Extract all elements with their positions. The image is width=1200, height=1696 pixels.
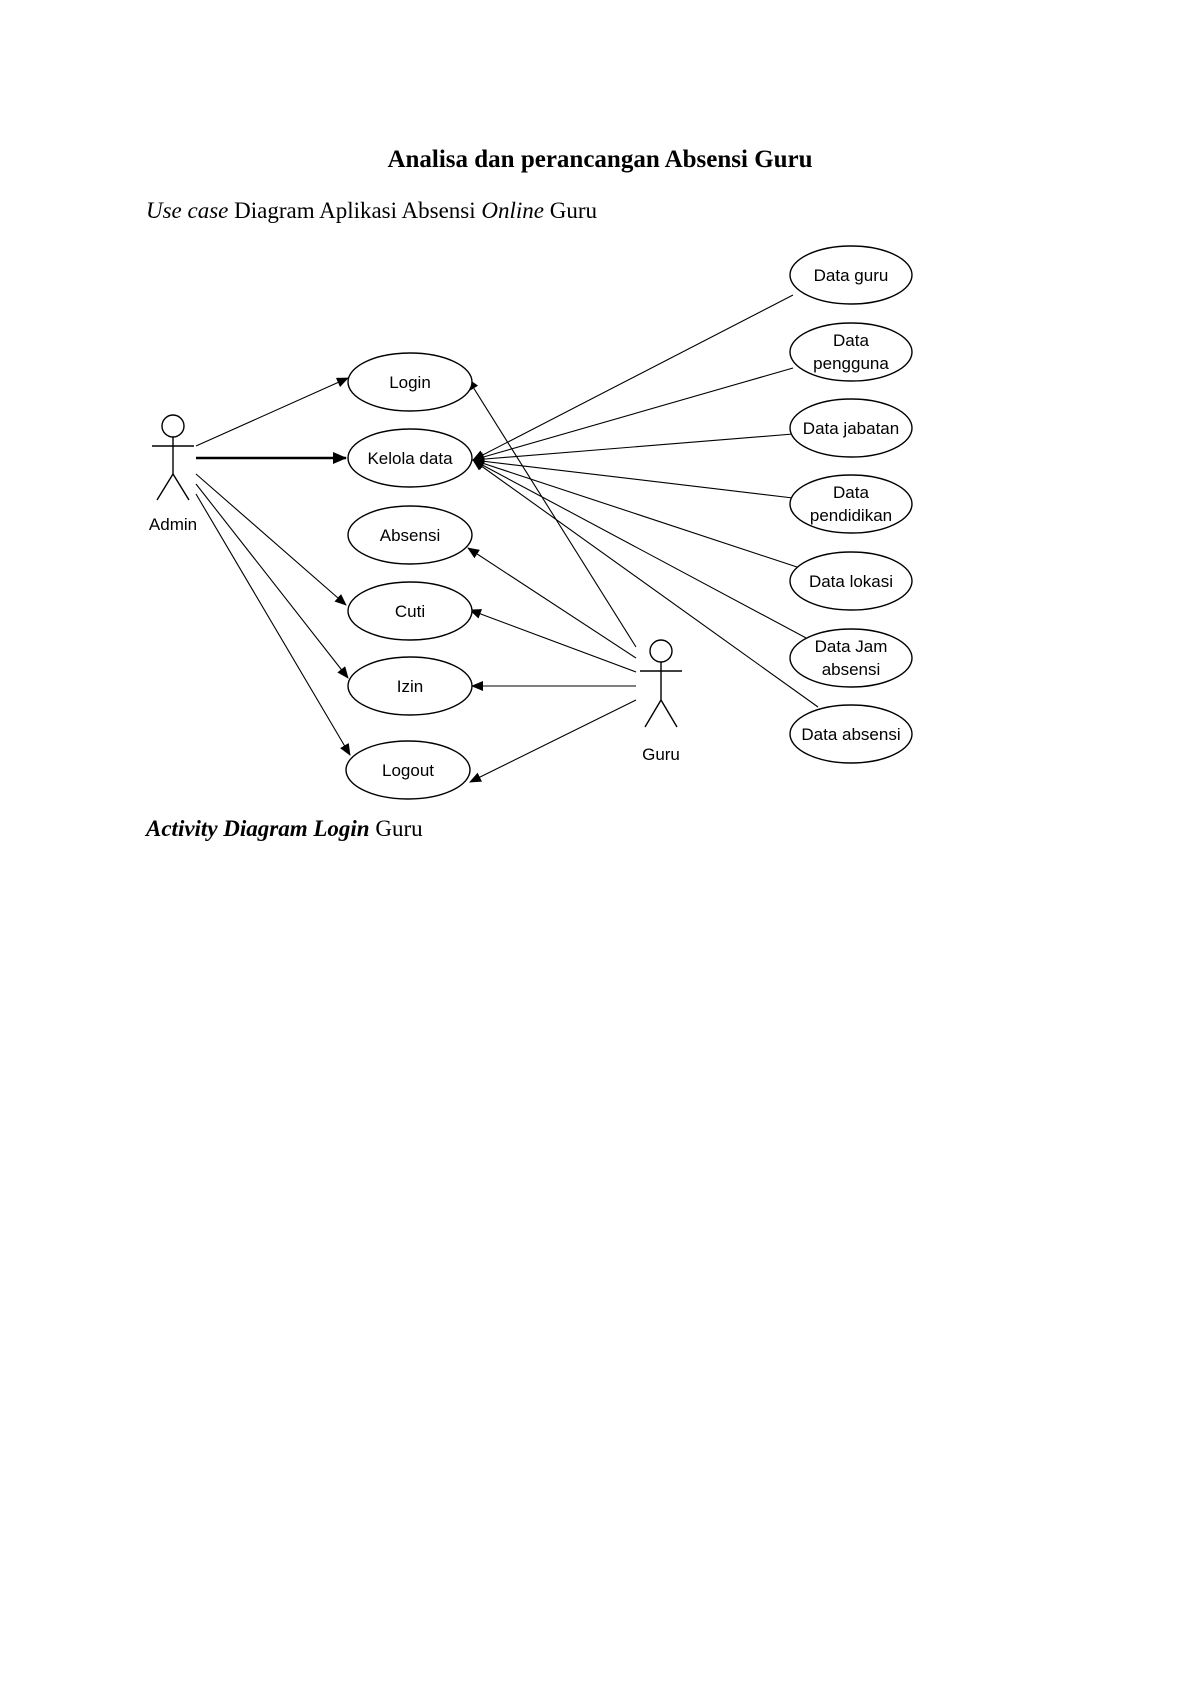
usecase-data-guru: Data guru — [789, 245, 913, 305]
usecase-kelola-data: Kelola data — [347, 428, 473, 488]
usecase-data-jam-absensi-label-2: absensi — [822, 660, 881, 679]
actor-guru-label: Guru — [642, 745, 680, 764]
usecase-caption-text-1: Diagram Aplikasi Absensi — [228, 198, 482, 223]
page-title: Analisa dan perancangan Absensi Guru — [387, 146, 813, 173]
usecase-data-absensi: Data absensi — [789, 704, 913, 764]
assoc-data-pengguna — [472, 367, 794, 462]
assoc-data-guru — [472, 294, 794, 461]
usecase-caption-italic-2: Online — [481, 198, 544, 223]
actor-admin-leg-left — [156, 473, 174, 501]
usecase-logout-label: Logout — [382, 761, 434, 780]
assoc-guru-login — [467, 378, 637, 648]
actor-admin-leg-right — [172, 473, 190, 501]
assoc-admin-logout — [195, 493, 351, 756]
usecase-login: Login — [347, 352, 473, 412]
assoc-data-jam-absensi — [472, 459, 809, 640]
usecase-data-lokasi-label: Data lokasi — [809, 572, 893, 591]
usecase-cuti: Cuti — [347, 581, 473, 641]
actor-admin-head — [161, 414, 185, 438]
usecase-caption: Use case Diagram Aplikasi Absensi Online… — [146, 198, 597, 224]
actor-admin: Admin — [149, 414, 197, 534]
usecase-data-jabatan-label: Data jabatan — [803, 419, 899, 438]
usecase-data-pengguna-label-1: Data — [833, 331, 869, 350]
usecase-data-lokasi: Data lokasi — [789, 551, 913, 611]
assoc-admin-login — [195, 377, 349, 447]
assoc-data-jabatan — [472, 433, 794, 465]
usecase-cuti-label: Cuti — [395, 602, 425, 621]
assoc-guru-cuti — [469, 609, 637, 673]
actor-guru-leg-left — [644, 699, 662, 728]
actor-guru-leg-right — [660, 699, 678, 728]
assoc-guru-logout — [469, 699, 637, 783]
usecase-izin-label: Izin — [397, 677, 423, 696]
usecase-data-jam-absensi: Data Jam absensi — [789, 628, 913, 688]
usecase-data-guru-label: Data guru — [814, 266, 889, 285]
assoc-admin-izin — [195, 483, 349, 679]
usecase-logout: Logout — [345, 740, 471, 800]
assoc-guru-absensi — [467, 547, 637, 659]
usecase-login-label: Login — [389, 373, 431, 392]
usecase-absensi-label: Absensi — [380, 526, 440, 545]
usecase-data-pendidikan-label-2: pendidikan — [810, 506, 892, 525]
usecase-data-pendidikan: Data pendidikan — [789, 474, 913, 534]
guru-associations — [467, 378, 637, 783]
usecase-data-pengguna: Data pengguna — [789, 322, 913, 382]
activity-caption-text: Guru — [369, 816, 423, 841]
usecase-data-pengguna-label-2: pengguna — [813, 354, 889, 373]
actor-guru-head — [649, 639, 673, 663]
data-associations — [472, 294, 819, 708]
assoc-admin-cuti — [195, 473, 347, 606]
actor-admin-label: Admin — [149, 515, 197, 534]
usecase-diagram: Admin Guru Login Kelola data Absensi Cut… — [149, 245, 913, 800]
usecase-caption-text-2: Guru — [543, 198, 598, 223]
usecase-izin: Izin — [347, 656, 473, 716]
activity-caption-bold-italic: Activity Diagram Login — [146, 816, 370, 841]
activity-caption: Activity Diagram Login Guru — [146, 816, 423, 842]
usecase-data-absensi-label: Data absensi — [801, 725, 900, 744]
assoc-data-pendidikan — [472, 456, 794, 499]
usecase-data-jam-absensi-label-1: Data Jam — [815, 637, 888, 656]
admin-associations — [195, 377, 351, 756]
usecase-caption-italic-1: Use case — [146, 198, 229, 223]
assoc-data-lokasi — [472, 458, 801, 569]
actor-guru: Guru — [640, 639, 682, 764]
assoc-data-absensi — [472, 459, 819, 708]
usecase-absensi: Absensi — [347, 505, 473, 565]
usecase-data-pendidikan-label-1: Data — [833, 483, 869, 502]
usecase-data-jabatan: Data jabatan — [789, 398, 913, 458]
usecase-kelola-data-label: Kelola data — [367, 449, 453, 468]
